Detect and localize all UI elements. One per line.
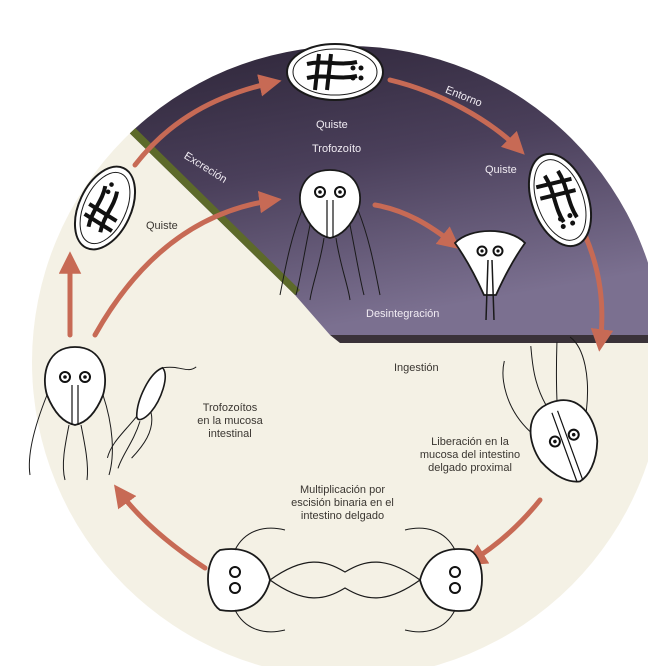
label-ingestion: Ingestión	[394, 362, 439, 375]
label-disintegration: Desintegración	[366, 308, 439, 321]
label-binary-fission: Multiplicación por escisión binaria en e…	[280, 484, 405, 523]
label-cyst-top: Quiste	[316, 119, 348, 132]
label-trophozoites-mucosa: Trofozoítos en la mucosa intestinal	[190, 402, 270, 441]
label-trophozoite: Trofozoíto	[312, 143, 361, 156]
label-cyst-right: Quiste	[485, 164, 517, 177]
label-release-mucosa: Liberación en la mucosa del intestino de…	[405, 436, 535, 475]
cyst-top	[287, 44, 383, 100]
label-cyst-left: Quiste	[146, 220, 178, 233]
